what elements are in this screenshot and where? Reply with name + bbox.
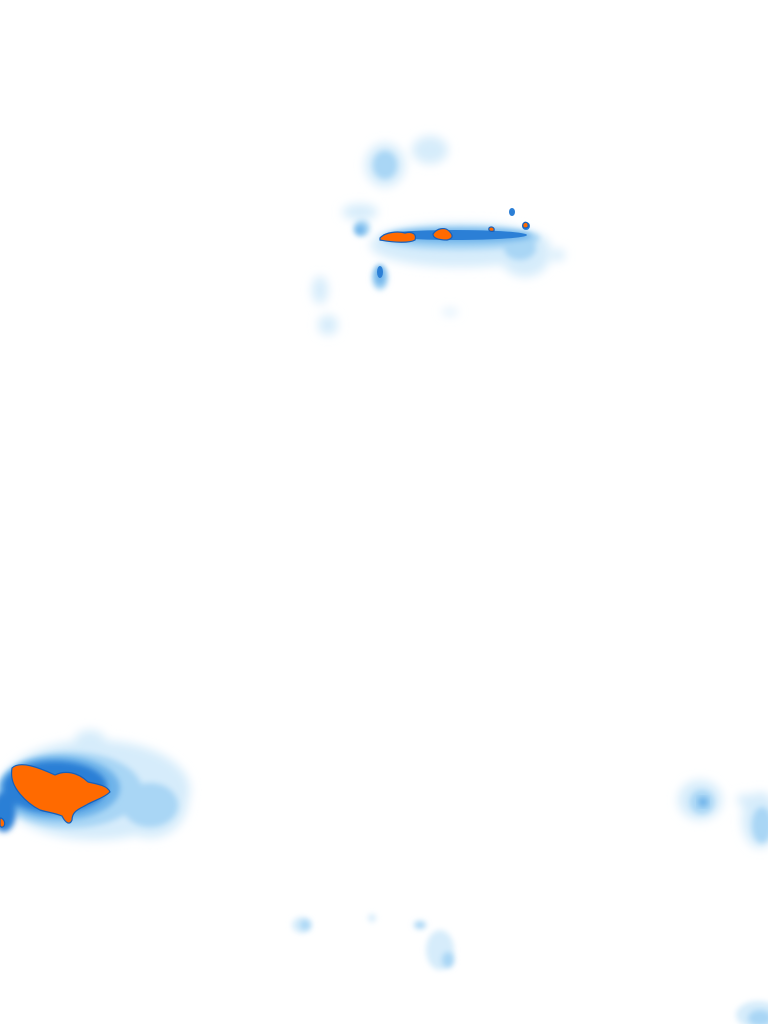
precip-cell-south-scattered bbox=[292, 914, 454, 970]
precip-cell-southeast-corner bbox=[736, 1001, 768, 1024]
precip-cell-north-band bbox=[312, 136, 565, 335]
precip-cell-east-edge bbox=[678, 780, 768, 848]
precip-cell-west-storm bbox=[0, 730, 190, 840]
